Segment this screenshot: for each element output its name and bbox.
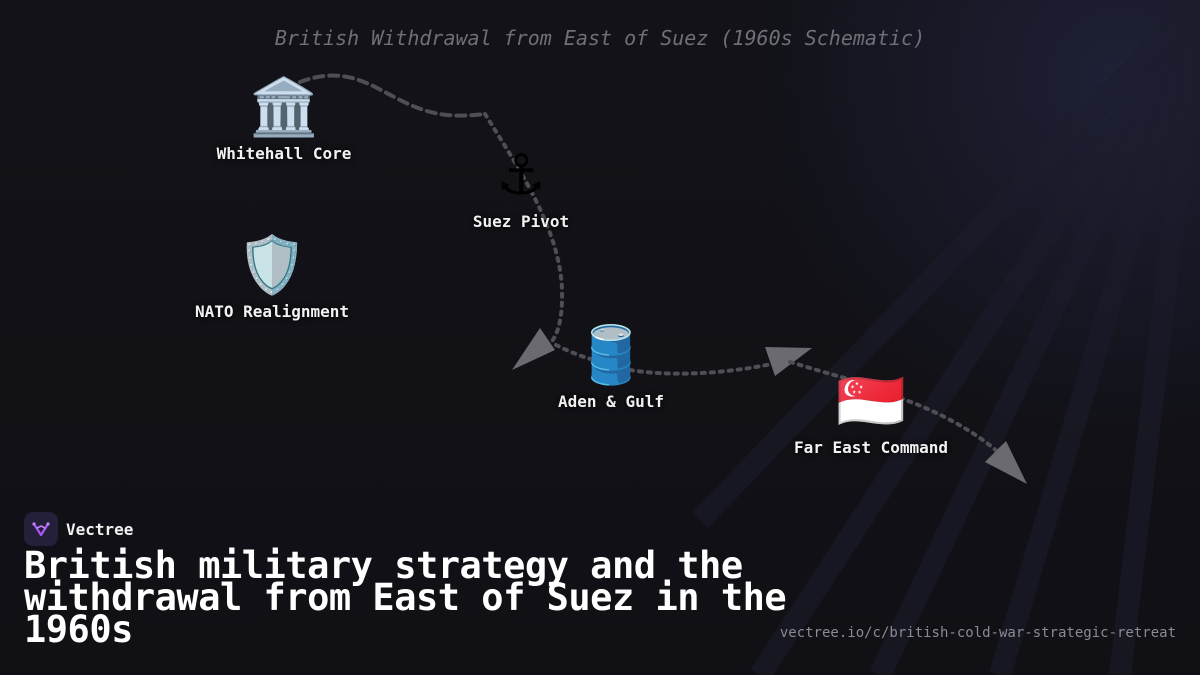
- node-label: Whitehall Core: [216, 144, 352, 163]
- source-url[interactable]: vectree.io/c/british-cold-war-strategic-…: [779, 625, 1176, 641]
- brand-name: Vectree: [66, 519, 134, 539]
- singapore-flag-icon: 🇸🇬: [836, 369, 906, 434]
- node-suez-pivot: ⚓ Suez Pivot: [401, 143, 641, 232]
- arrowhead-suez-aden: [512, 328, 555, 370]
- link-fareast-tail-start: [788, 360, 847, 380]
- node-aden-gulf: 🛢️ Aden & Gulf: [491, 323, 731, 412]
- link-aden-tail: [554, 343, 597, 362]
- headline: British military strategy and the withdr…: [24, 544, 787, 651]
- node-far-east-command: 🇸🇬 Far East Command: [751, 369, 991, 458]
- classical-building-icon: 🏛️: [249, 75, 319, 140]
- node-label: Aden & Gulf: [558, 392, 664, 411]
- node-nato-realignment: 🛡️ NATO Realignment: [152, 233, 392, 322]
- brand[interactable]: Vectree: [24, 512, 133, 546]
- link-whitehall-suez: [298, 73, 487, 118]
- link-suez-aden: [483, 112, 565, 347]
- vectree-logo-icon: [24, 512, 58, 546]
- diagram-title: British Withdrawal from East of Suez (19…: [274, 26, 926, 50]
- link-fareast-offcanvas: [898, 396, 1000, 454]
- oil-drum-icon: 🛢️: [576, 323, 646, 388]
- node-label: Suez Pivot: [472, 212, 570, 231]
- node-whitehall-core: 🏛️ Whitehall Core: [164, 75, 404, 164]
- node-label: NATO Realignment: [194, 302, 350, 321]
- anchor-icon: ⚓: [495, 143, 547, 208]
- arrowhead-fareast-offcanvas: [985, 441, 1027, 484]
- shield-icon: 🛡️: [237, 233, 307, 298]
- node-label: Far East Command: [793, 438, 949, 457]
